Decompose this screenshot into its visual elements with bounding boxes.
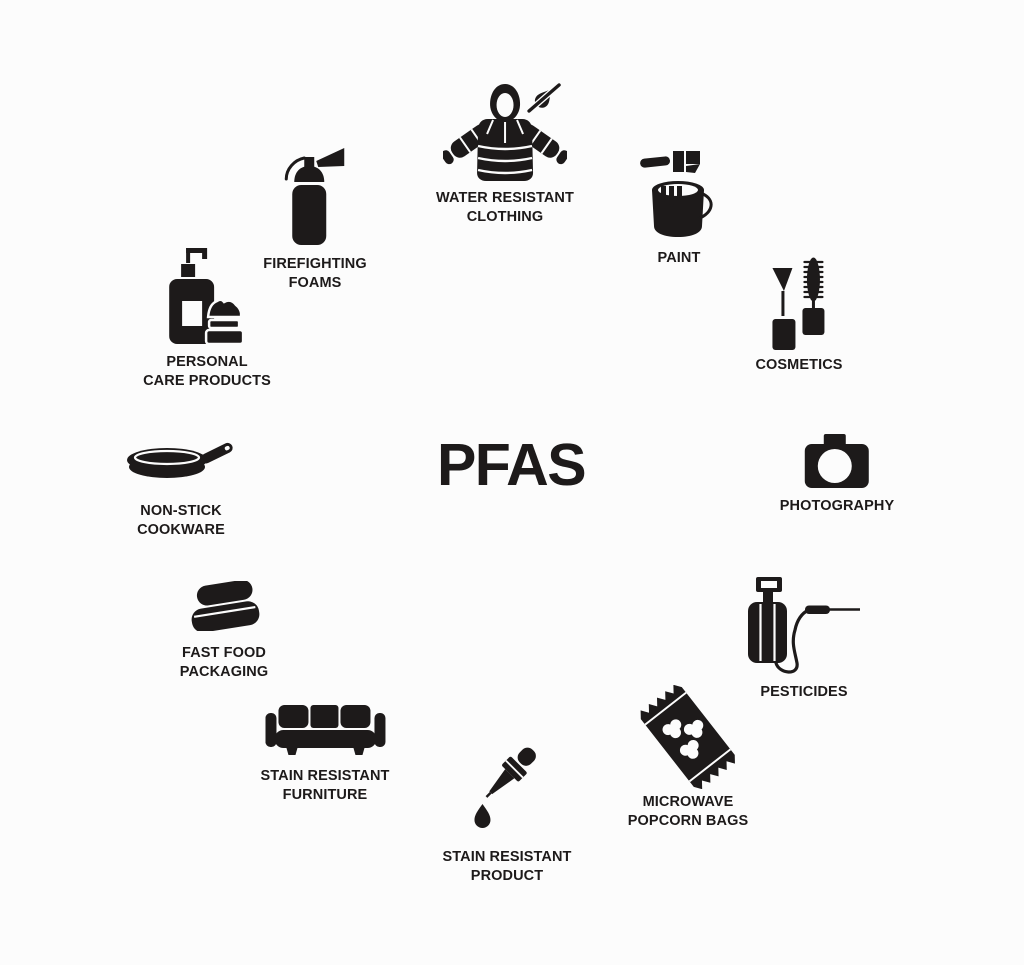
label-line: FIREFIGHTING bbox=[263, 256, 367, 272]
item-label: PESTICIDES bbox=[760, 683, 847, 702]
popcorn-bag-icon bbox=[636, 684, 740, 790]
lotion-bottle-jar-icon bbox=[169, 248, 245, 346]
item-non-stick-cookware: NON-STICK COOKWARE bbox=[127, 436, 235, 540]
item-photography: PHOTOGRAPHY bbox=[780, 432, 894, 516]
label-line: PAINT bbox=[657, 250, 701, 266]
label-line: STAIN RESISTANT bbox=[442, 849, 572, 865]
item-personal-care-products: PERSONAL CARE PRODUCTS bbox=[143, 248, 271, 391]
paint-bucket-brush-icon bbox=[640, 149, 718, 239]
label-line: CARE PRODUCTS bbox=[143, 373, 271, 389]
label-line: PESTICIDES bbox=[760, 684, 848, 700]
item-label: PHOTOGRAPHY bbox=[780, 497, 894, 516]
item-label: STAIN RESISTANT PRODUCT bbox=[442, 848, 571, 886]
item-label: PERSONAL CARE PRODUCTS bbox=[143, 353, 271, 391]
sofa-icon bbox=[265, 705, 385, 755]
label-line: PACKAGING bbox=[179, 664, 269, 680]
fire-extinguisher-icon bbox=[282, 145, 348, 245]
item-pesticides: PESTICIDES bbox=[748, 575, 862, 702]
label-line: FAST FOOD bbox=[182, 645, 266, 661]
item-label: STAIN RESISTANT FURNITURE bbox=[260, 767, 389, 805]
label-line: CLOTHING bbox=[466, 209, 544, 225]
water-resistant-jacket-icon bbox=[441, 81, 569, 185]
label-line: FURNITURE bbox=[282, 787, 368, 803]
camera-icon bbox=[802, 432, 872, 490]
pesticide-sprayer-icon bbox=[748, 575, 862, 675]
label-line: PERSONAL bbox=[166, 354, 248, 370]
item-label: NON-STICK COOKWARE bbox=[137, 502, 225, 540]
label-line: PHOTOGRAPHY bbox=[779, 498, 895, 514]
takeout-box-icon bbox=[186, 579, 262, 633]
item-label: FAST FOOD PACKAGING bbox=[180, 644, 268, 682]
item-label: COSMETICS bbox=[755, 356, 842, 375]
item-label: MICROWAVE POPCORN BAGS bbox=[628, 793, 748, 831]
item-water-resistant-clothing: WATER RESISTANT CLOTHING bbox=[436, 81, 574, 227]
item-label: FIREFIGHTING FOAMS bbox=[263, 255, 367, 293]
label-line: POPCORN BAGS bbox=[627, 813, 749, 829]
item-cosmetics: COSMETICS bbox=[755, 255, 842, 375]
label-line: WATER RESISTANT bbox=[436, 190, 574, 206]
label-line: COOKWARE bbox=[137, 522, 225, 538]
item-label: PAINT bbox=[658, 249, 701, 268]
label-line: NON-STICK bbox=[140, 503, 222, 519]
label-line: STAIN RESISTANT bbox=[260, 768, 390, 784]
item-paint: PAINT bbox=[640, 149, 718, 268]
item-microwave-popcorn-bags: MICROWAVE POPCORN BAGS bbox=[628, 684, 748, 831]
item-stain-resistant-product: STAIN RESISTANT PRODUCT bbox=[442, 744, 571, 886]
item-stain-resistant-furniture: STAIN RESISTANT FURNITURE bbox=[260, 705, 389, 805]
item-label: WATER RESISTANT CLOTHING bbox=[436, 189, 574, 227]
mascara-cosmetics-icon bbox=[770, 255, 828, 350]
label-line: COSMETICS bbox=[755, 357, 843, 373]
item-firefighting-foams: FIREFIGHTING FOAMS bbox=[263, 145, 367, 293]
label-line: MICROWAVE bbox=[642, 794, 734, 810]
item-fast-food-packaging: FAST FOOD PACKAGING bbox=[180, 579, 268, 682]
dropper-drop-icon bbox=[468, 744, 546, 836]
label-line: FOAMS bbox=[288, 275, 342, 291]
label-line: PRODUCT bbox=[470, 868, 544, 884]
frying-pan-icon bbox=[127, 436, 235, 488]
center-title: PFAS bbox=[436, 432, 587, 498]
